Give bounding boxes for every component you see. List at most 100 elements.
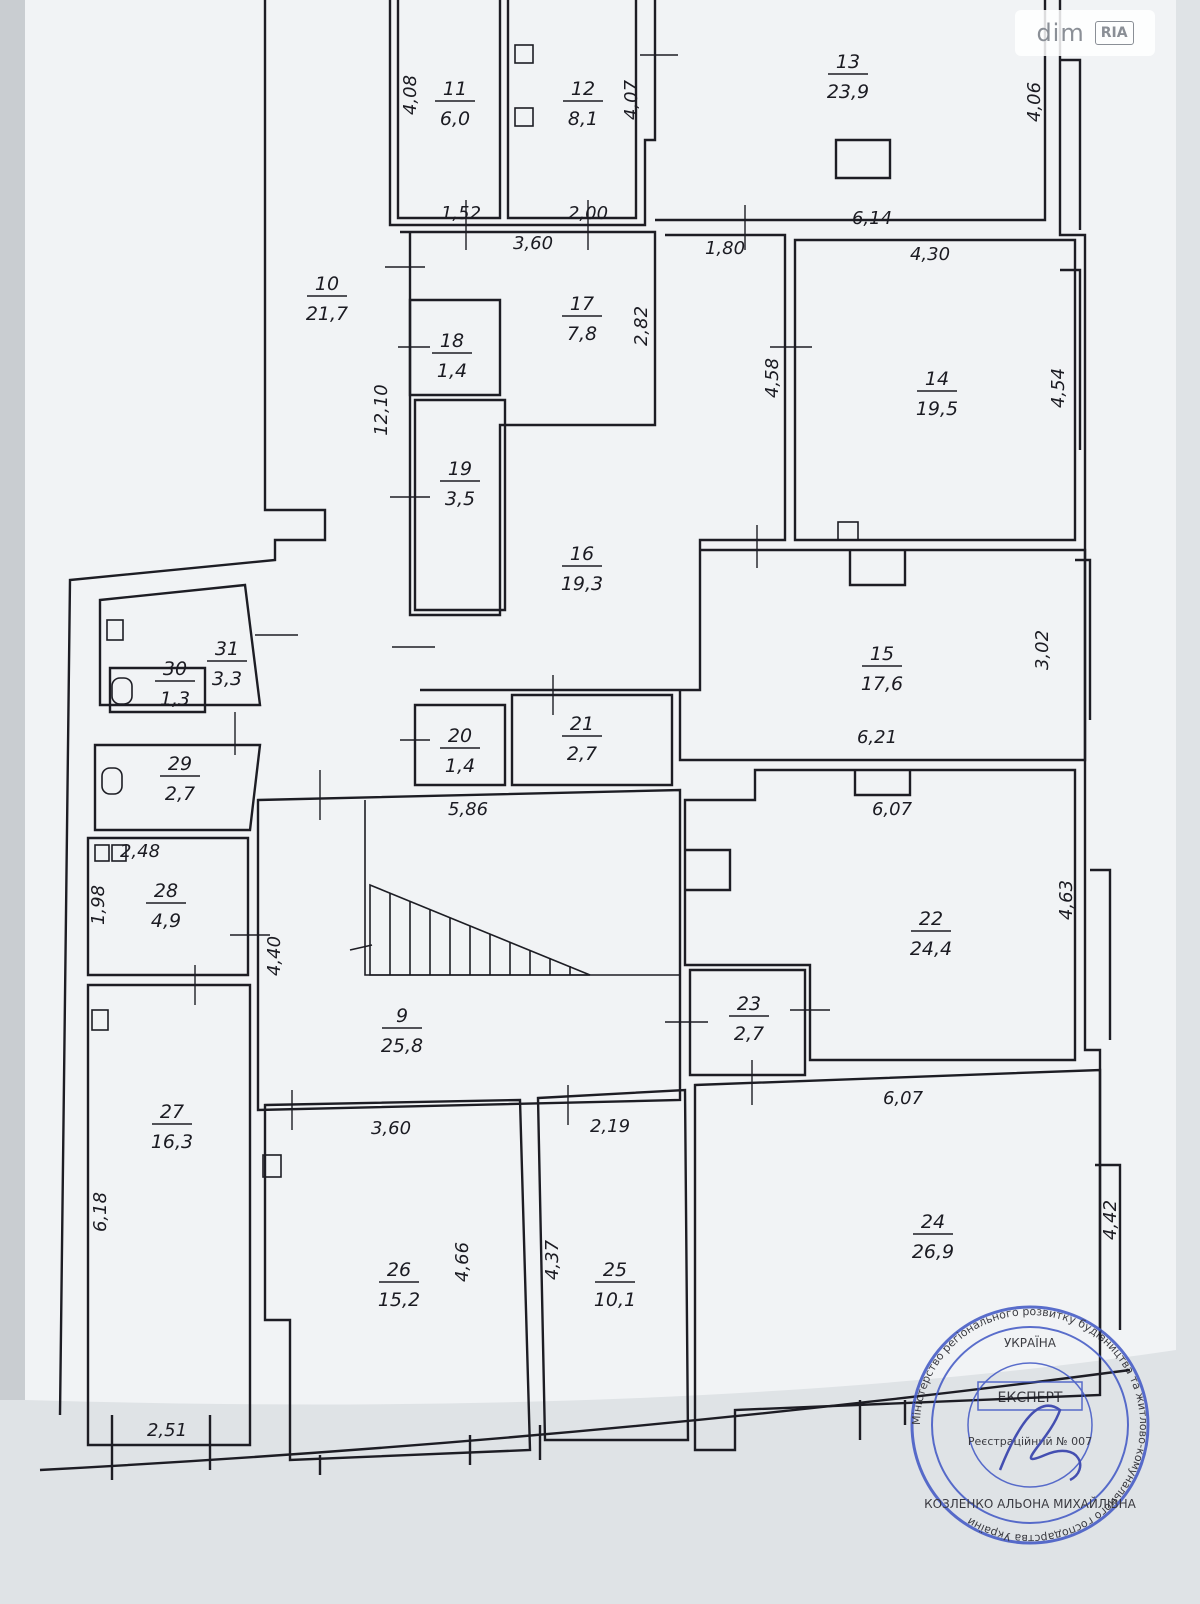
room-number: 20	[448, 725, 472, 747]
room-area: 19,3	[561, 573, 603, 595]
room-number: 23	[737, 993, 761, 1015]
stamp-role: ЕКСПЕРТ	[998, 1390, 1063, 1406]
dimension-label: 4,30	[910, 244, 950, 265]
dimension-label: 4,63	[1056, 880, 1077, 920]
room-22: 22 24,4	[910, 908, 952, 960]
dimension-label: 6,14	[852, 208, 892, 229]
room-number: 31	[215, 638, 239, 660]
room-number: 27	[160, 1101, 184, 1123]
dimension-label: 4,37	[542, 1239, 563, 1280]
dimension-label: 2,00	[568, 203, 608, 224]
room-area: 10,1	[594, 1289, 636, 1311]
room-12: 128,1	[563, 78, 603, 130]
room-14: 14 19,5	[916, 368, 958, 420]
room-number: 14	[925, 368, 949, 390]
room-walls	[86, 0, 1102, 1462]
dimension-label: 6,21	[857, 727, 897, 748]
room-area: 3,5	[445, 488, 475, 510]
room-area: 8,1	[568, 108, 598, 130]
dimension-label: 6,07	[872, 799, 913, 820]
room-number: 22	[919, 908, 943, 930]
dimension-label: 3,60	[513, 233, 553, 254]
room-area: 26,9	[912, 1241, 954, 1263]
room-number: 15	[870, 643, 894, 665]
room-16: 16 19,3	[561, 543, 603, 595]
room-number: 19	[448, 458, 472, 480]
room-number: 30	[163, 658, 187, 680]
page-shadow	[0, 0, 25, 1400]
dimension-label: 6,18	[90, 1192, 111, 1232]
watermark: dim RIA	[1015, 10, 1155, 56]
room-area: 16,3	[151, 1131, 193, 1153]
room-13: 13 23,9	[827, 51, 869, 103]
room-number: 17	[570, 293, 594, 315]
room-area: 21,7	[306, 303, 348, 325]
room-number: 28	[154, 880, 178, 902]
dimension-label: 2,19	[590, 1116, 630, 1137]
dimension-label: 4,42	[1100, 1200, 1121, 1240]
dimension-label: 1,80	[705, 238, 745, 259]
dimension-label: 4,58	[762, 358, 783, 398]
room-area: 24,4	[910, 938, 952, 960]
room-11: 116,0	[435, 78, 475, 130]
room-area: 1,3	[160, 688, 190, 710]
room-30: 301,3	[155, 658, 195, 710]
dimension-label: 2,82	[631, 306, 652, 346]
dimension-label: 2,51	[147, 1420, 187, 1441]
room-21: 212,7	[562, 713, 602, 765]
room-area: 2,7	[734, 1023, 764, 1045]
dimension-label: 2,48	[120, 841, 160, 862]
dimension-label: 4,66	[452, 1242, 473, 1282]
dimension-label: 4,54	[1048, 368, 1069, 408]
room-17: 177,8	[562, 293, 602, 345]
room-10: 10 21,7	[306, 273, 348, 325]
room-area: 2,7	[567, 743, 597, 765]
dimension-label: 3,02	[1032, 630, 1053, 670]
room-29: 292,7	[160, 753, 200, 805]
stamp-reg: Реєстраційний № 007	[968, 1435, 1092, 1448]
room-area: 2,7	[165, 783, 195, 805]
room-number: 26	[387, 1259, 411, 1281]
room-27: 27 16,3	[151, 1101, 193, 1153]
watermark-partner: RIA	[1094, 21, 1134, 45]
stamp-name: КОЗЛЕНКО АЛЬОНА МИХАЙЛІВНА	[924, 1496, 1137, 1511]
room-number: 12	[571, 78, 595, 100]
dimension-label: 4,40	[264, 936, 285, 976]
room-area: 6,0	[440, 108, 470, 130]
room-area: 23,9	[827, 81, 869, 103]
plumbing-symbols	[91, 44, 859, 1178]
room-area: 3,3	[212, 668, 242, 690]
room-20: 201,4	[440, 725, 480, 777]
dimension-label: 4,07	[621, 79, 642, 120]
room-area: 25,8	[381, 1035, 423, 1057]
room-18: 181,4	[432, 330, 472, 382]
room-area: 4,9	[151, 910, 181, 932]
room-area: 1,4	[445, 755, 475, 777]
room-number: 10	[315, 273, 339, 295]
room-area: 19,5	[916, 398, 958, 420]
dimension-label: 12,10	[371, 384, 392, 436]
room-9: 925,8	[381, 1005, 423, 1057]
dimension-label: 1,98	[88, 885, 109, 925]
room-area: 7,8	[567, 323, 597, 345]
room-number: 13	[836, 51, 860, 73]
dimension-label: 5,86	[448, 799, 488, 820]
dimension-label: 6,07	[883, 1088, 924, 1109]
paper	[25, 0, 1176, 1405]
dimension-label: 3,60	[371, 1118, 411, 1139]
expert-stamp: Міністерство регіонального розвитку буді…	[910, 1305, 1150, 1545]
room-area: 15,2	[378, 1289, 420, 1311]
room-number: 16	[570, 543, 594, 565]
signature	[998, 1404, 1082, 1482]
room-number: 11	[443, 78, 467, 100]
room-28: 284,9	[146, 880, 186, 932]
room-number: 18	[440, 330, 464, 352]
room-26: 26 15,2	[378, 1259, 420, 1311]
room-number: 21	[570, 713, 594, 735]
room-number: 29	[168, 753, 192, 775]
